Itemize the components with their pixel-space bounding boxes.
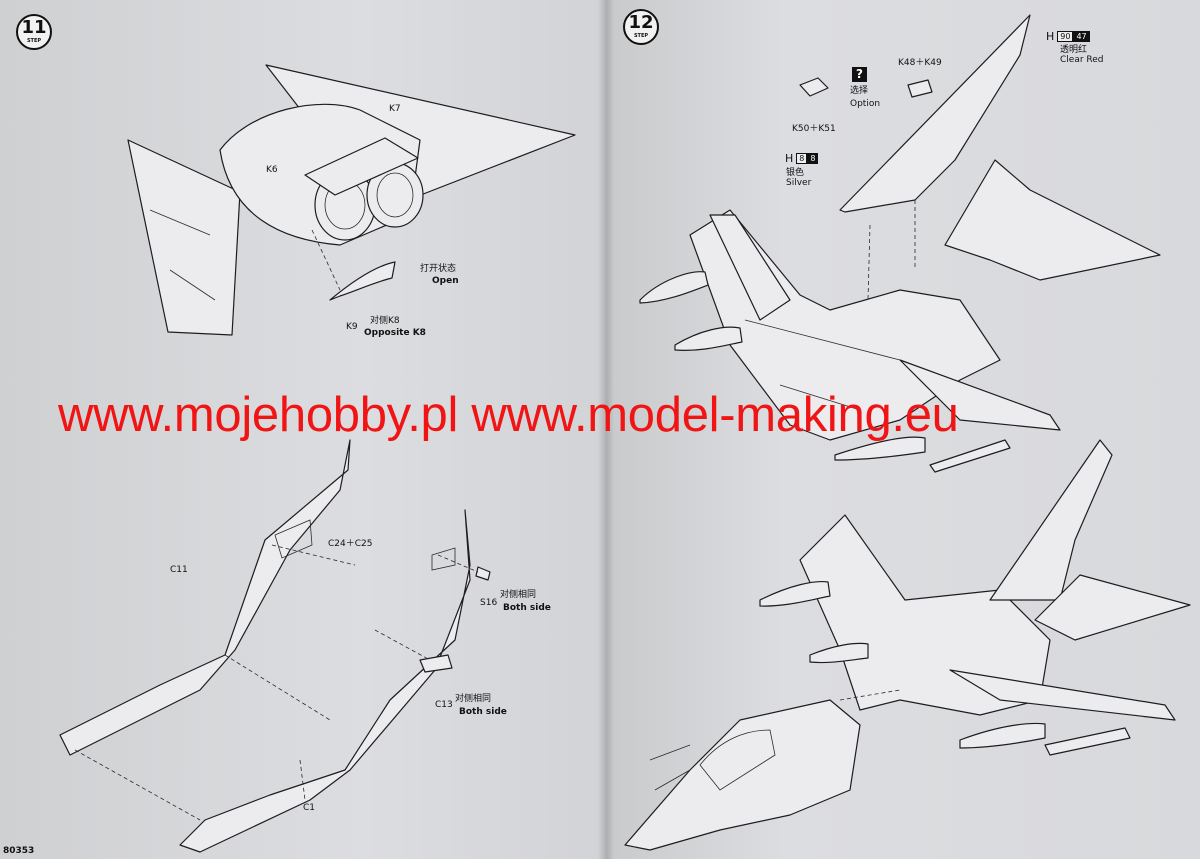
step-11-number: 11 <box>21 17 47 38</box>
catalog-number: 80353 <box>3 846 35 856</box>
step12-aircraft-lower <box>624 439 1191 851</box>
part-label-k7: K7 <box>389 104 401 114</box>
paint-code-a: 8 <box>796 153 808 164</box>
option-label-en: Option <box>850 99 881 109</box>
paint-name-clear-red-cn: 透明红 <box>1060 45 1088 55</box>
step-12-badge: 12 STEP <box>623 9 659 45</box>
paint-code-b: 8 <box>807 153 819 164</box>
paint-letter: H <box>1046 30 1055 43</box>
part-label-k6: K6 <box>266 165 278 175</box>
part-label-c1: C1 <box>303 803 316 813</box>
c13-both-side-cn: 对侧相同 <box>455 694 492 704</box>
watermark-text: www.mojehobby.pl www.model-making.eu <box>58 388 959 442</box>
s16-both-side-en: Both side <box>503 603 551 613</box>
option-label-cn: 选择 <box>850 86 869 96</box>
step11-tail-assembly <box>127 64 576 336</box>
step-11-word: STEP <box>26 38 42 44</box>
step-11-badge: 11 STEP <box>16 14 52 50</box>
part-label-k48-k49: K48＋K49 <box>898 58 942 68</box>
step12-aircraft-upper <box>639 14 1161 473</box>
option-question-icon: ? <box>852 67 867 82</box>
paint-callout-silver: H 8 8 <box>785 152 819 165</box>
paint-code-b: 47 <box>1073 31 1090 42</box>
paint-callout-clear-red: H 90 47 <box>1046 30 1090 43</box>
paint-name-clear-red-en: Clear Red <box>1060 55 1104 65</box>
paint-code-a: 90 <box>1057 31 1074 42</box>
paint-letter: H <box>785 152 794 165</box>
paint-name-silver-cn: 银色 <box>786 168 805 178</box>
open-label-en: Open <box>432 276 459 286</box>
s16-both-side-cn: 对侧相同 <box>500 590 537 600</box>
part-label-s16: S16 <box>480 598 498 608</box>
opposite-label-cn: 对侧K8 <box>370 316 400 326</box>
open-label-cn: 打开状态 <box>420 264 457 274</box>
right-page <box>606 0 1200 859</box>
step-12-number: 12 <box>628 12 654 33</box>
c13-both-side-en: Both side <box>459 707 507 717</box>
step-12-word: STEP <box>633 33 649 39</box>
page-gutter <box>598 0 614 859</box>
opposite-label-en: Opposite K8 <box>364 328 426 338</box>
part-label-c11: C11 <box>170 565 188 575</box>
part-label-k9: K9 <box>346 322 358 332</box>
part-label-c24-c25: C24＋C25 <box>328 539 373 549</box>
part-label-c13: C13 <box>435 700 453 710</box>
paint-name-silver-en: Silver <box>786 178 812 188</box>
part-label-k50-k51: K50＋K51 <box>792 124 836 134</box>
step11-fin-assembly <box>59 439 491 853</box>
